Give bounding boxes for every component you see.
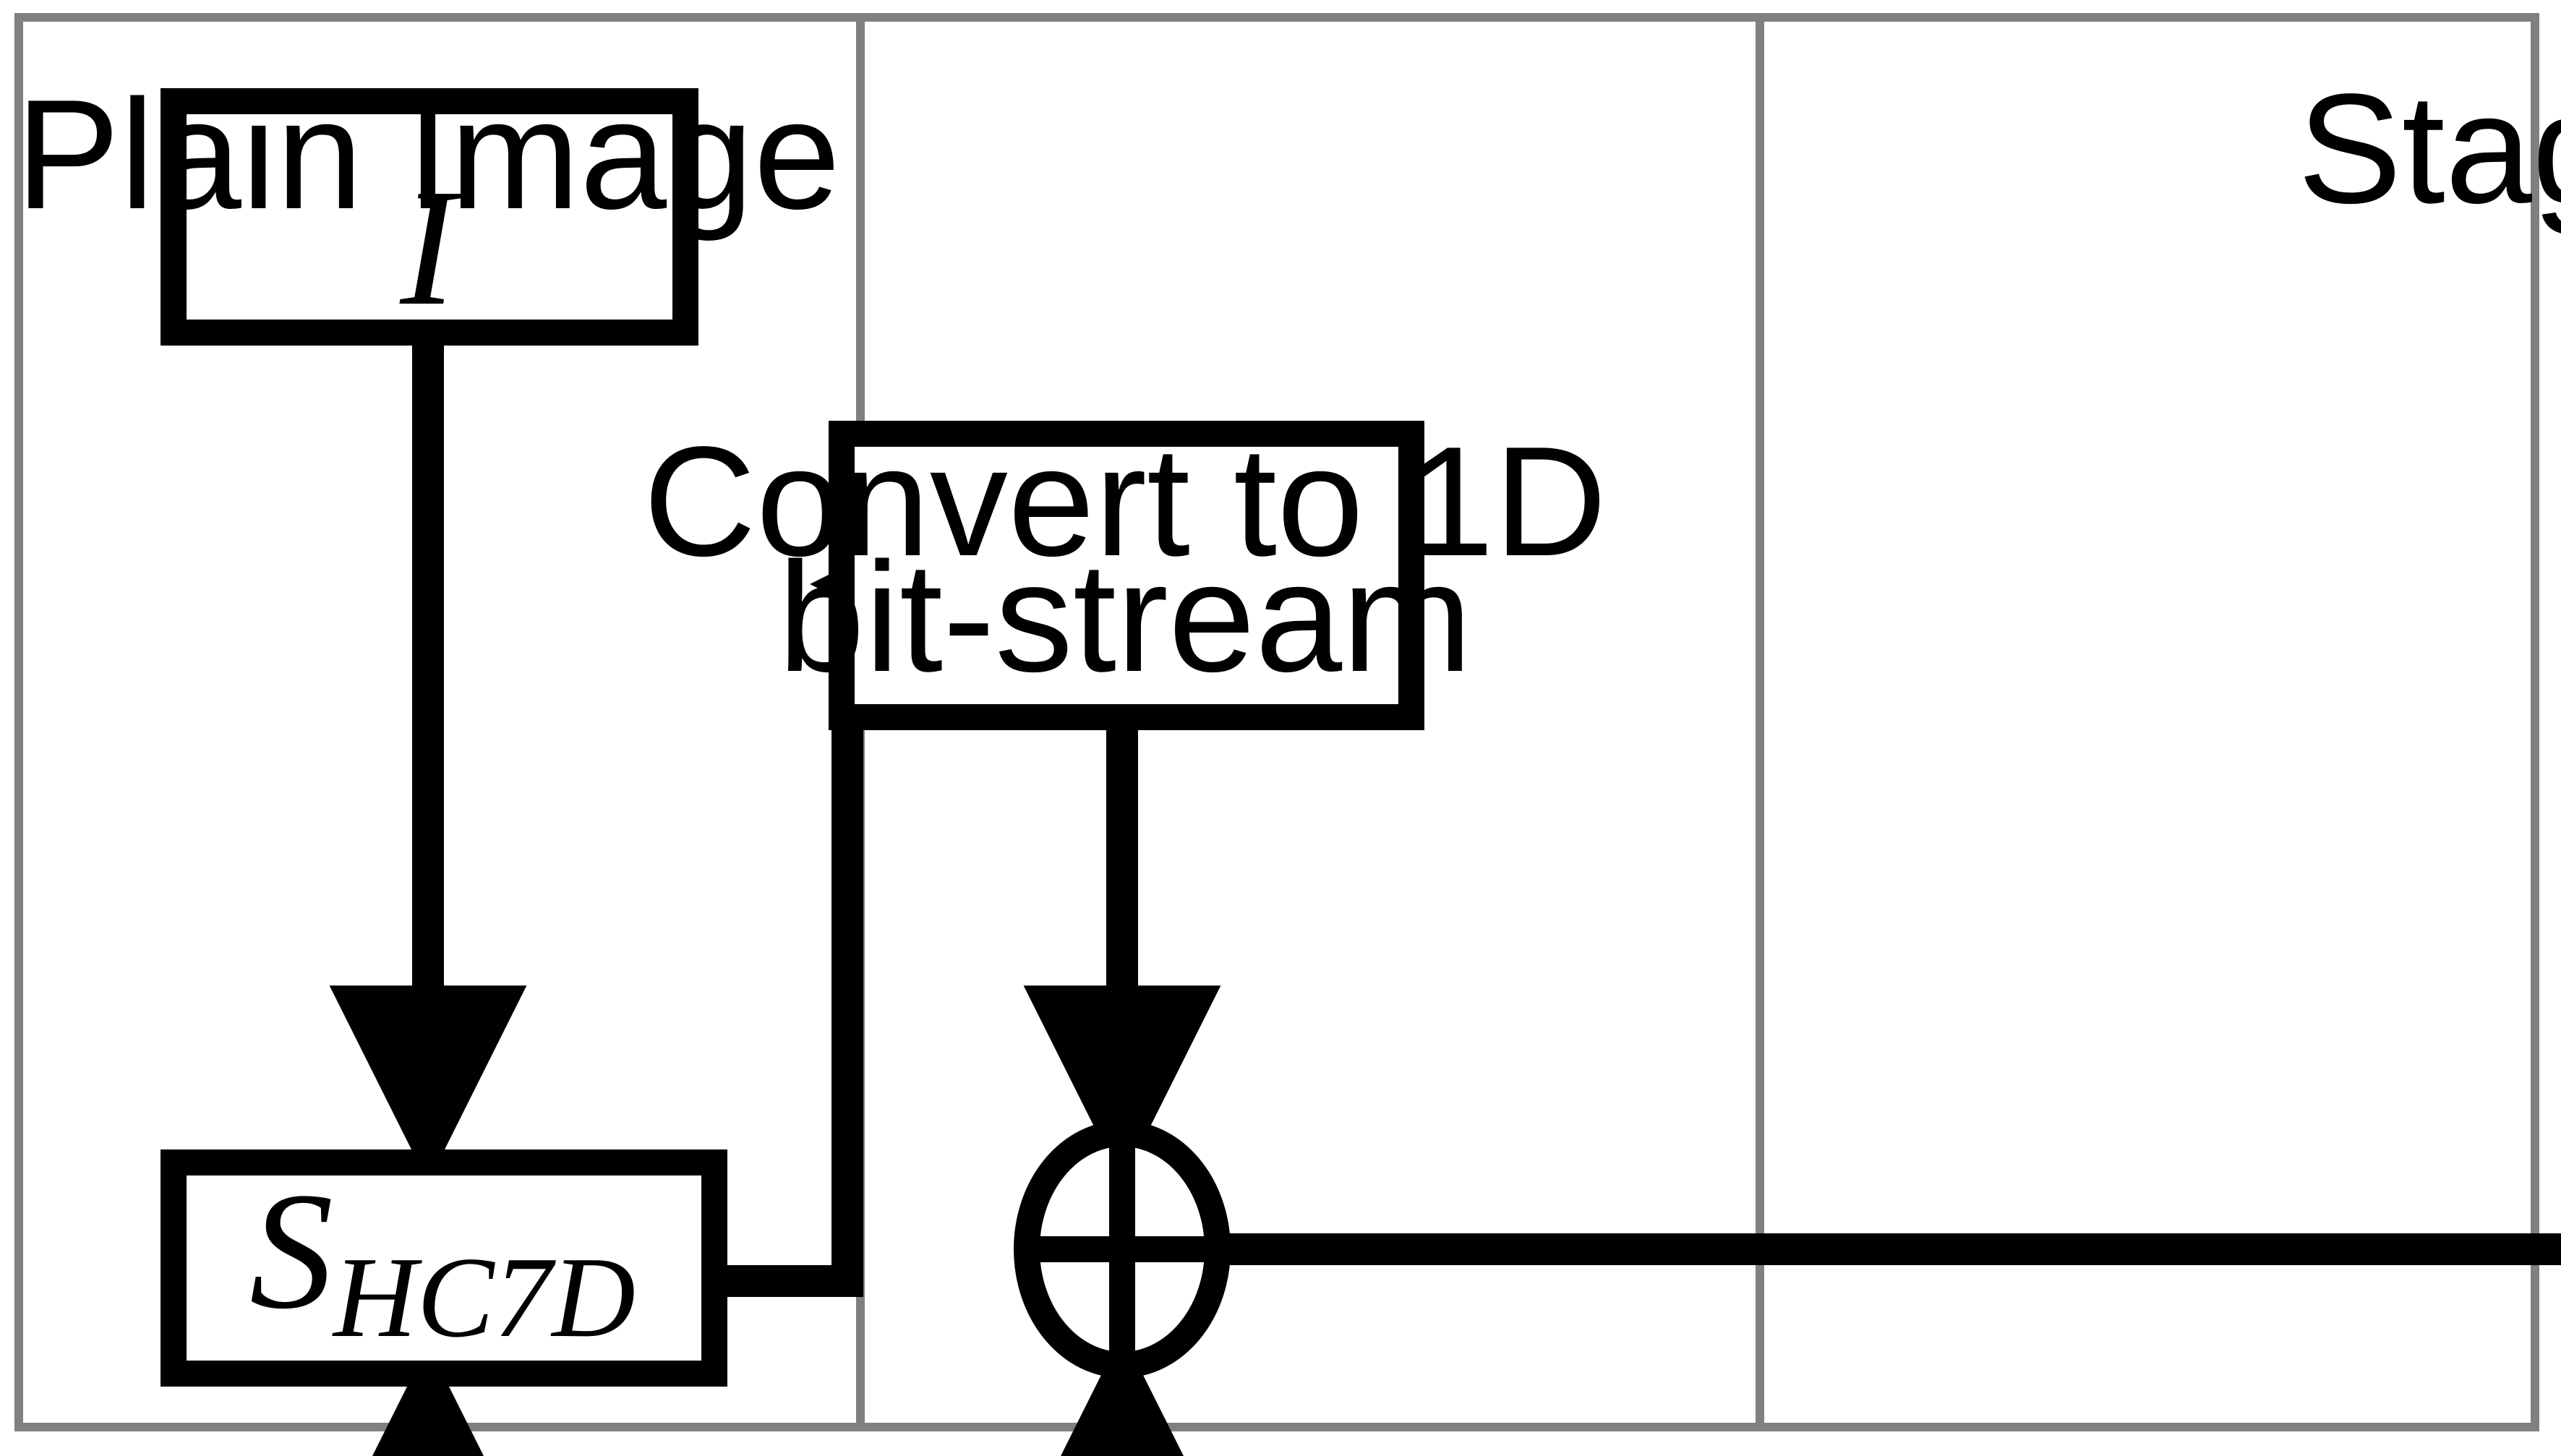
- stage-label-1: Stage1: [2298, 61, 2561, 236]
- wire-xor-s1-to-convert-image-s2: [1218, 1233, 2561, 1265]
- plain-image-box[interactable]: [161, 88, 698, 346]
- node-s-hc7d[interactable]: SHC7D: [161, 1149, 727, 1387]
- s-hc7d-base: S: [249, 1158, 333, 1344]
- convert-1d-label-line2-s1: bit-stream: [778, 529, 1472, 704]
- stage3-panel: [1764, 22, 2531, 1423]
- plain-image-label-line1: Plain Image: [16, 67, 841, 241]
- convert-1d-label-line1-s1: Convert to 1D: [644, 414, 1607, 588]
- node-convert-1d-s1[interactable]: Convert to 1D bit-stream: [644, 414, 1607, 730]
- s-hc7d-sub: HC7D: [332, 1233, 636, 1361]
- convert-1d-box-s1[interactable]: [829, 421, 1424, 730]
- s-hc7d-box[interactable]: [161, 1149, 727, 1387]
- wire-shc7d-to-convert1d-s1: [714, 584, 863, 1297]
- plain-image-label-line2: I: [399, 155, 463, 341]
- node-plain-image[interactable]: Plain Image I: [16, 67, 841, 346]
- node-xor-s1[interactable]: [1014, 1121, 1231, 1378]
- s-hc7d-label: SHC7D: [249, 1158, 636, 1361]
